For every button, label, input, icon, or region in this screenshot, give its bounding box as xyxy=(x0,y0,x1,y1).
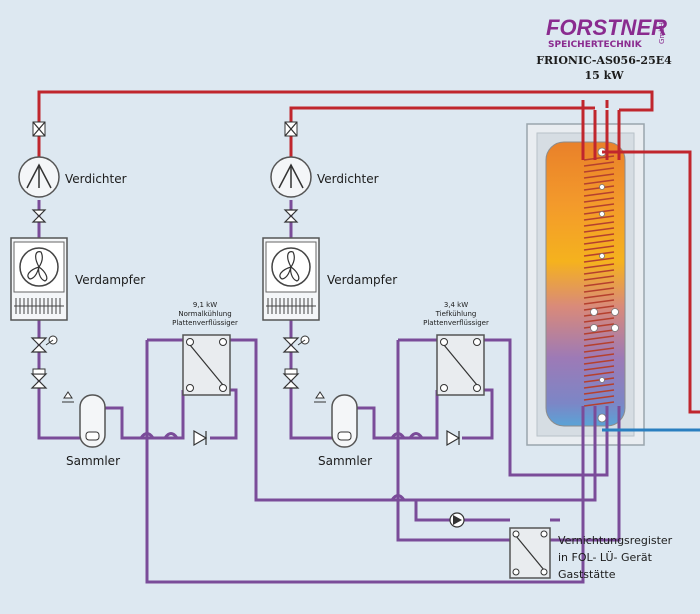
pump-icon xyxy=(449,512,465,528)
logo-text: FORSTNER xyxy=(546,15,667,40)
solenoid-valve-icon xyxy=(30,368,48,389)
model-name: FRIONIC-AS056-25E4 xyxy=(536,54,672,67)
check-valve-icon xyxy=(193,429,208,447)
logo-suffix: GmbH xyxy=(658,22,666,44)
compressor-2 xyxy=(270,156,312,198)
compressor-1 xyxy=(18,156,60,198)
plate-condenser-1 xyxy=(182,334,231,396)
collector-1 xyxy=(62,391,106,448)
condenser-1-name: Normalkühlung xyxy=(178,310,231,318)
brand-subtitle: SPEICHERTECHNIK xyxy=(548,40,643,50)
pipe-crossovers xyxy=(139,432,424,501)
hot-gas-lines xyxy=(37,90,700,414)
expansion-valve-icon xyxy=(30,335,58,353)
expansion-valve-icon xyxy=(282,335,310,353)
check-valve-icon xyxy=(283,209,299,223)
shutoff-valve-icon xyxy=(284,121,298,137)
brand-logo: FORSTNER GmbH SPEICHERTECHNIK xyxy=(546,15,667,50)
check-valve-icon xyxy=(446,429,461,447)
condenser-2-name: Tiefkühlung xyxy=(435,310,477,318)
compressor-2-label: Verdichter xyxy=(317,172,379,186)
collector-1-label: Sammler xyxy=(66,454,120,468)
condenser-2-type: Plattenverflüssiger xyxy=(423,319,489,327)
evaporator-2-label: Verdampfer xyxy=(327,273,397,287)
evaporator-1 xyxy=(10,237,68,321)
solenoid-valve-icon xyxy=(282,368,300,389)
check-valve-icon xyxy=(31,209,47,223)
collector-2 xyxy=(314,391,358,448)
refrigerant-lines xyxy=(37,200,621,584)
condenser-1-power: 9,1 kW xyxy=(193,301,217,309)
model-power: 15 kW xyxy=(584,69,624,82)
compressor-1-label: Verdichter xyxy=(65,172,127,186)
condenser-2-power: 3,4 kW xyxy=(444,301,468,309)
collector-2-label: Sammler xyxy=(318,454,372,468)
register-line-3: Gaststätte xyxy=(558,568,616,581)
heat-exchanger-coil xyxy=(583,155,615,407)
evaporator-1-label: Verdampfer xyxy=(75,273,145,287)
register-line-2: in FOL- LÜ- Gerät xyxy=(558,551,653,564)
condenser-1-type: Plattenverflüssiger xyxy=(172,319,238,327)
plate-condenser-2 xyxy=(436,334,485,396)
evaporator-2 xyxy=(262,237,320,321)
shutoff-valve-icon xyxy=(32,121,46,137)
storage-tank xyxy=(526,110,645,470)
register-line-1: Vernichtungsregister xyxy=(558,534,673,547)
destruction-register xyxy=(509,527,551,579)
